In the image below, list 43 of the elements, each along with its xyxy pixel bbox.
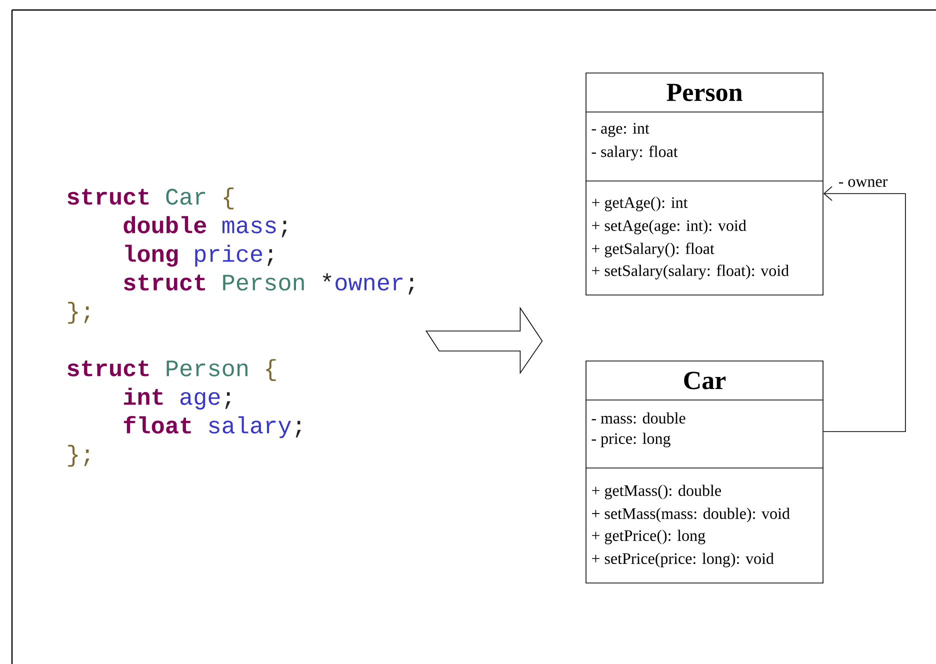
class-box <box>586 72 824 296</box>
identifier: mass <box>222 220 276 234</box>
identifier: owner <box>336 278 402 291</box>
method-text: + setSalary(salary: float): void <box>592 264 789 280</box>
identifier: salary <box>209 416 292 438</box>
punctuation: * <box>322 273 332 282</box>
arrow <box>823 186 906 432</box>
keyword: double <box>124 216 206 234</box>
class-box <box>586 360 824 584</box>
class-name: Car <box>684 372 726 390</box>
type-name: Person <box>166 360 248 376</box>
method-text: + getAge(): int <box>592 196 688 212</box>
keyword: struct <box>124 274 205 291</box>
type-name: Car <box>166 188 206 205</box>
punctuation: ; <box>268 249 273 266</box>
method-text: + getMass(): double <box>592 484 721 500</box>
punctuation: ; <box>408 278 414 294</box>
method-text: + setAge(age: int): void <box>592 220 746 234</box>
identifier: price <box>195 244 262 267</box>
punctuation: ; <box>296 420 301 438</box>
method-text: + getSalary(): float <box>592 242 714 258</box>
keyword: long <box>125 244 178 267</box>
keyword: struct <box>68 188 149 205</box>
punctuation: ; <box>225 392 230 409</box>
attribute-text: - age: int <box>592 122 650 138</box>
keyword: float <box>124 416 191 434</box>
attribute-text: - price: long <box>592 432 670 448</box>
keyword: struct <box>68 360 149 376</box>
punctuation: { <box>266 359 276 381</box>
keyword: int <box>124 388 163 405</box>
edge-label: - owner <box>837 178 889 188</box>
class-name: Person <box>666 84 742 102</box>
attribute-text: - mass: double <box>592 412 686 424</box>
method-text: + getPrice(): long <box>592 530 706 544</box>
attribute-text: - salary: float <box>592 146 678 160</box>
punctuation: { <box>224 187 234 210</box>
identifier: age <box>180 392 220 410</box>
punctuation: ; <box>282 220 287 238</box>
method-text: + setMass(mass: double): void <box>592 508 790 522</box>
punctuation: }; <box>68 444 90 467</box>
method-text: + setPrice(price: long): void <box>592 552 774 568</box>
punctuation: }; <box>68 302 90 324</box>
type-name: Person <box>223 274 304 291</box>
